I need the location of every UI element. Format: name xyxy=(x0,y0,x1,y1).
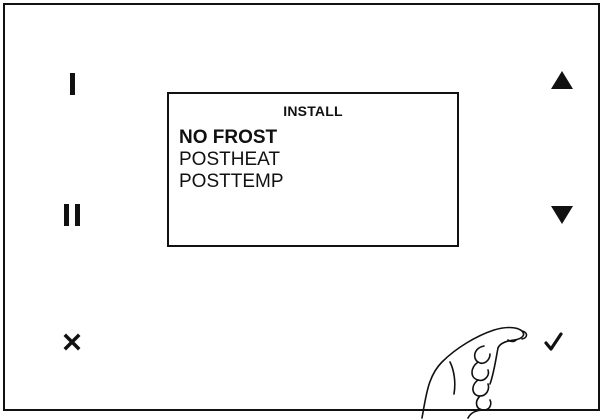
down-button[interactable] xyxy=(545,198,579,232)
pointing-hand-icon xyxy=(398,318,533,419)
cancel-button[interactable] xyxy=(55,325,89,359)
roman-one-icon xyxy=(70,73,75,95)
menu-item-postheat[interactable]: POSTHEAT xyxy=(179,149,280,171)
triangle-up-icon xyxy=(550,70,574,90)
lcd-display: INSTALL NO FROST POSTHEAT POSTTEMP xyxy=(167,92,459,247)
triangle-down-icon xyxy=(550,205,574,225)
program-1-button[interactable] xyxy=(55,67,89,101)
program-2-button[interactable] xyxy=(55,198,89,232)
menu-item-no-frost[interactable]: NO FROST xyxy=(179,127,277,149)
close-icon xyxy=(63,333,81,351)
confirm-button[interactable] xyxy=(537,325,571,359)
lcd-title: INSTALL xyxy=(169,103,457,119)
menu-item-posttemp[interactable]: POSTTEMP xyxy=(179,171,284,193)
roman-two-icon xyxy=(64,204,80,226)
checkmark-icon xyxy=(544,332,564,352)
up-button[interactable] xyxy=(545,63,579,97)
